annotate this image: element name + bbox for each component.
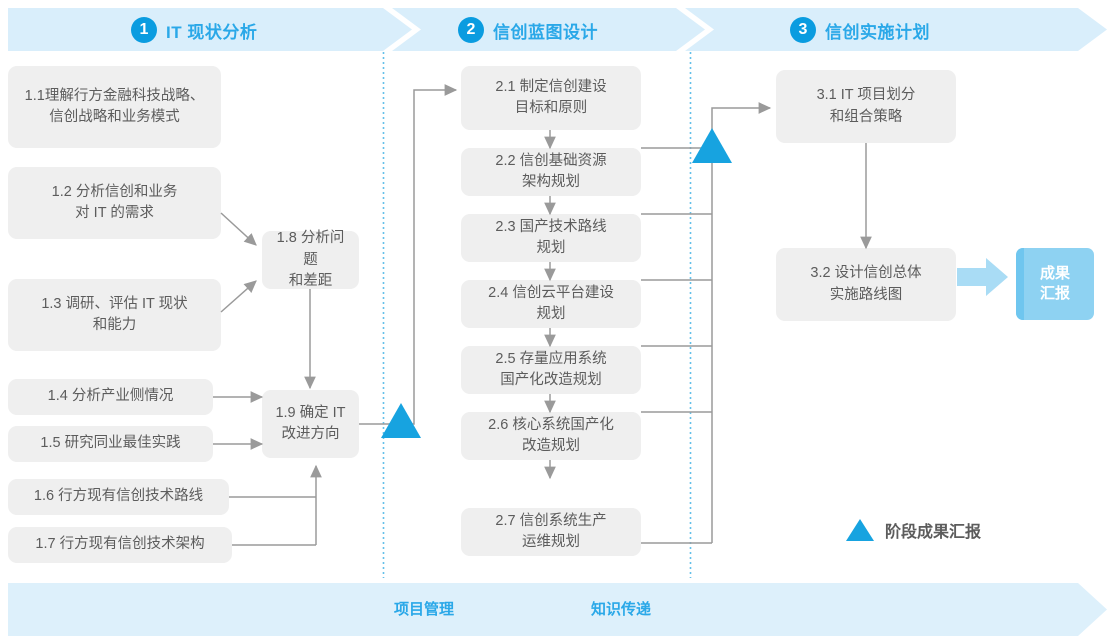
phase-number-badge-2: 2	[458, 17, 484, 43]
phase-number-badge-1: 1	[131, 17, 157, 43]
process-box-2-3[interactable]: 2.3 国产技术路线 规划	[461, 214, 641, 262]
phase-title-3: 信创实施计划	[825, 22, 930, 42]
wire-13-to-18	[220, 280, 257, 313]
milestone-triangle-phase2	[692, 128, 732, 163]
wire-19-to-21	[359, 84, 458, 425]
process-box-2-2[interactable]: 2.2 信创基础资源 架构规划	[461, 148, 641, 196]
phase-header-1: 1 IT 现状分析	[131, 15, 257, 45]
wire-12-to-18	[220, 212, 257, 246]
wire-right-bus	[711, 102, 772, 543]
process-box-3-1[interactable]: 3.1 IT 项目划分 和组合策略	[776, 70, 956, 143]
process-box-1-3[interactable]: 1.3 调研、评估 IT 现状 和能力	[8, 279, 221, 351]
phase-title-2: 信创蓝图设计	[493, 22, 598, 42]
process-box-2-7[interactable]: 2.7 信创系统生产 运维规划	[461, 508, 641, 556]
process-box-1-2[interactable]: 1.2 分析信创和业务 对 IT 的需求	[8, 167, 221, 239]
process-box-1-7[interactable]: 1.7 行方现有信创技术架构	[8, 527, 232, 563]
footer-item-project-management: 项目管理	[394, 601, 455, 618]
process-box-1-6[interactable]: 1.6 行方现有信创技术路线	[8, 479, 229, 515]
footer-item-knowledge-transfer: 知识传递	[591, 601, 652, 618]
process-box-1-4[interactable]: 1.4 分析产业侧情况	[8, 379, 213, 415]
process-box-1-5[interactable]: 1.5 研究同业最佳实践	[8, 426, 213, 462]
milestone-triangle-phase1	[381, 403, 421, 438]
process-box-3-2[interactable]: 3.2 设计信创总体 实施路线图	[776, 248, 956, 321]
process-box-1-8[interactable]: 1.8 分析问题 和差距	[262, 230, 359, 289]
process-box-1-9[interactable]: 1.9 确定 IT 改进方向	[262, 390, 359, 458]
result-badge[interactable]: 成果 汇报	[1016, 248, 1094, 320]
phase-number-badge-3: 3	[790, 17, 816, 43]
phase-title-1: IT 现状分析	[166, 22, 258, 42]
legend: 阶段成果汇报	[846, 518, 981, 542]
badge-arrow-icon	[957, 258, 1008, 296]
milestone-triangle-icon	[846, 519, 874, 541]
phase-header-3: 3 信创实施计划	[790, 15, 930, 45]
process-box-2-4[interactable]: 2.4 信创云平台建设 规划	[461, 280, 641, 328]
process-box-1-1[interactable]: 1.1理解行方金融科技战略、 信创战略和业务模式	[8, 66, 221, 148]
process-box-2-6[interactable]: 2.6 核心系统国产化 改造规划	[461, 412, 641, 460]
footer-band	[8, 583, 1107, 636]
legend-label: 阶段成果汇报	[885, 524, 982, 541]
process-box-2-1[interactable]: 2.1 制定信创建设 目标和原则	[461, 66, 641, 130]
phase-header-2: 2 信创蓝图设计	[458, 15, 598, 45]
process-box-2-5[interactable]: 2.5 存量应用系统 国产化改造规划	[461, 346, 641, 394]
